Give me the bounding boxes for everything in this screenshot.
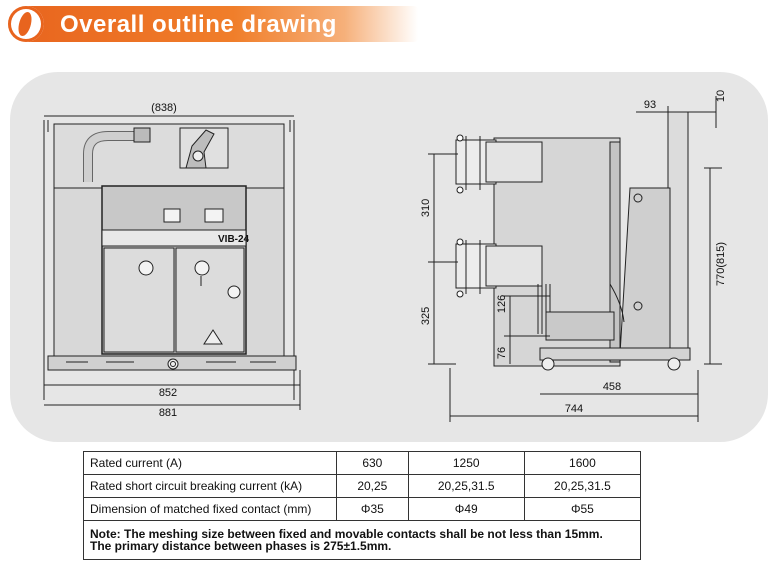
- side-dim-93: 93: [644, 99, 656, 111]
- side-dim-126: 126: [496, 295, 508, 313]
- spec-table: Rated current (A) 630 1250 1600 Rated sh…: [83, 451, 642, 560]
- row-label: Rated short circuit breaking current (kA…: [83, 474, 337, 498]
- cell-value: 1250: [407, 451, 525, 475]
- table-row: Dimension of matched fixed contact (mm) …: [83, 497, 642, 521]
- cell-value: 630: [336, 451, 409, 475]
- panel-label: VIB-24: [218, 234, 250, 245]
- side-dim-744: 744: [565, 403, 583, 415]
- side-dim-76: 76: [496, 347, 508, 359]
- note-line-2: The primary distance between phases is 2…: [90, 539, 392, 553]
- side-dim-310: 310: [420, 199, 432, 217]
- table-note: Note: The meshing size between fixed and…: [83, 520, 641, 560]
- section-header: Overall outline drawing: [8, 6, 418, 42]
- cell-value: 20,25,31.5: [523, 474, 642, 498]
- cell-value: Φ55: [523, 497, 642, 521]
- cell-value: Φ35: [336, 497, 409, 521]
- side-dim-10: 10: [715, 90, 727, 102]
- handle-lever: [185, 129, 215, 169]
- row-label: Dimension of matched fixed contact (mm): [83, 497, 337, 521]
- front-dim-881: 881: [159, 407, 177, 419]
- cell-value: 20,25,31.5: [407, 474, 525, 498]
- side-dim-770: 770(815): [715, 242, 727, 286]
- drawing-panel: (838) 852 881 VIB-24 93 10 310 325 126 7…: [10, 72, 768, 442]
- section-title: Overall outline drawing: [60, 11, 337, 38]
- outline-drawing: (838) 852 881 VIB-24 93 10 310 325 126 7…: [43, 90, 727, 422]
- table-note-row: Note: The meshing size between fixed and…: [83, 520, 641, 560]
- side-dim-325: 325: [420, 307, 432, 325]
- cell-value: 20,25: [336, 474, 409, 498]
- front-dim-852: 852: [159, 387, 177, 399]
- brand-logo-icon: [8, 6, 44, 42]
- table-row: Rated current (A) 630 1250 1600: [83, 451, 642, 475]
- cell-value: 1600: [523, 451, 642, 475]
- row-label: Rated current (A): [83, 451, 337, 475]
- side-dim-458: 458: [603, 381, 621, 393]
- note-line-1: Note: The meshing size between fixed and…: [90, 527, 603, 541]
- front-dim-top: (838): [151, 102, 177, 114]
- cell-value: Φ49: [407, 497, 525, 521]
- table-row: Rated short circuit breaking current (kA…: [83, 474, 642, 498]
